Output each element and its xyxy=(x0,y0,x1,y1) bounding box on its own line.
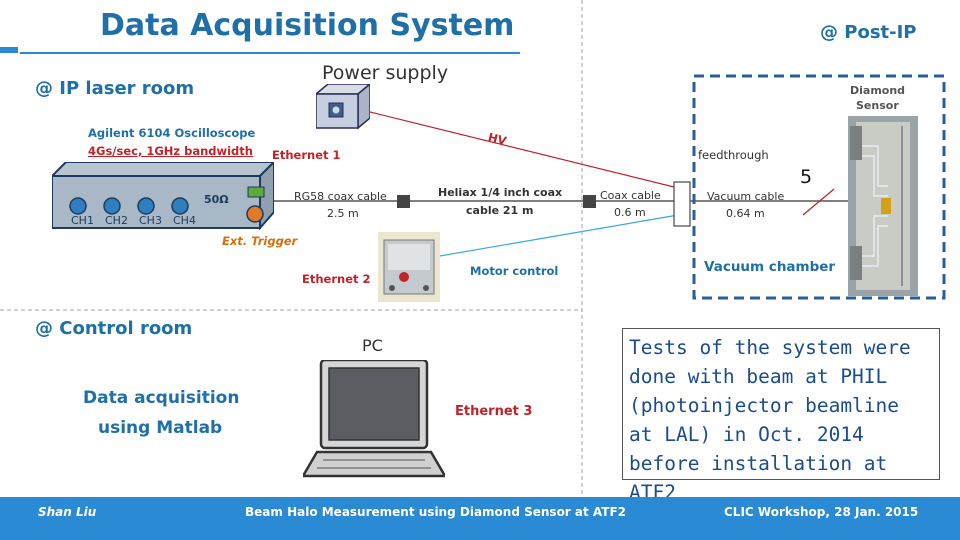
channel-1-label: CH1 xyxy=(71,214,94,227)
channel-2-label: CH2 xyxy=(105,214,128,227)
connector-1 xyxy=(397,195,410,208)
vacuum-cable-label: Vacuum cable xyxy=(707,190,785,203)
oscilloscope-icon xyxy=(52,162,274,231)
coax-length-label: 0.6 m xyxy=(614,206,646,219)
number-five-label: 5 xyxy=(800,166,813,188)
slash-mark xyxy=(802,188,835,216)
vacuum-chamber-label: Vacuum chamber xyxy=(704,259,836,275)
motor-control-label: Motor control xyxy=(470,264,559,278)
diamond-sensor-label-1: Diamond xyxy=(850,84,906,97)
ethernet-1-label: Ethernet 1 xyxy=(272,148,341,162)
section-control-room: @ Control room xyxy=(35,318,193,339)
footer-author: Shan Liu xyxy=(38,505,97,519)
daq-label-line-2: using Matlab xyxy=(98,418,223,438)
daq-label-line-1: Data acquisition xyxy=(83,388,240,408)
section-ip-laser-room: @ IP laser room xyxy=(35,78,195,99)
footer-talk-title: Beam Halo Measurement using Diamond Sens… xyxy=(245,505,627,519)
pc-label: PC xyxy=(362,336,383,355)
footer-event: CLIC Workshop, 28 Jan. 2015 xyxy=(724,505,919,519)
feedthrough-label: feedthrough xyxy=(698,148,769,162)
ethernet-2-label: Ethernet 2 xyxy=(302,272,371,286)
vacuum-length-label: 0.64 m xyxy=(726,207,765,220)
diamond-sensor-board xyxy=(848,116,918,296)
motor-control-line xyxy=(427,214,679,259)
channel-4-label: CH4 xyxy=(173,214,196,227)
heliax-length-label: cable 21 m xyxy=(466,204,534,217)
ethernet-3-label: Ethernet 3 xyxy=(455,404,533,419)
pc-laptop-icon xyxy=(303,360,445,478)
footer-bar xyxy=(0,497,960,540)
feedthrough-block xyxy=(673,181,691,227)
coax-cable-label: Coax cable xyxy=(600,189,661,202)
hv-line xyxy=(361,109,679,189)
test-note-box: Tests of the system were done with beam … xyxy=(622,328,940,504)
connector-2 xyxy=(583,195,596,208)
section-post-ip: @ Post-IP xyxy=(820,22,917,43)
ext-trigger-label: Ext. Trigger xyxy=(222,234,298,248)
power-supply-label: Power supply xyxy=(322,62,449,84)
power-supply-icon xyxy=(316,84,370,130)
title-underline xyxy=(20,52,520,54)
oscilloscope-spec-label: 4Gs/sec, 1GHz bandwidth xyxy=(88,144,253,158)
rg58-cable-label: RG58 coax cable xyxy=(294,190,387,203)
heliax-cable-label: Heliax 1/4 inch coax xyxy=(438,186,563,199)
channel-3-label: CH3 xyxy=(139,214,162,227)
rg58-length-label: 2.5 m xyxy=(327,207,359,220)
page-title: Data Acquisition System xyxy=(100,8,515,43)
diamond-sensor-label-2: Sensor xyxy=(856,99,899,112)
title-accent-mark xyxy=(0,47,18,53)
oscilloscope-name-label: Agilent 6104 Oscilloscope xyxy=(88,126,256,140)
motor-control-box-icon xyxy=(378,232,440,302)
impedance-label: 50Ω xyxy=(204,193,229,206)
